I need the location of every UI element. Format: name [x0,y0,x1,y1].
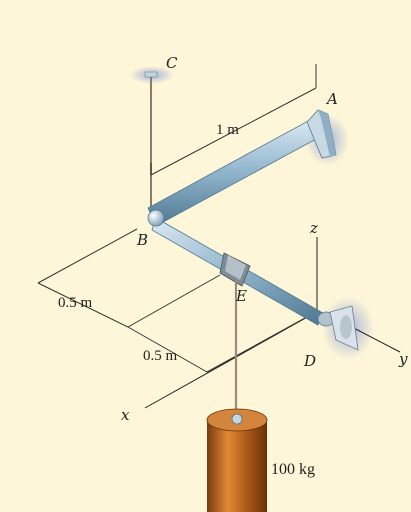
load-label: 100 kg [271,461,315,478]
dimension-ab [150,64,317,176]
dim-label-ab: 1 m [216,122,239,138]
collar-e [219,252,251,287]
label-a: A [325,90,338,108]
dimension-be [37,228,138,328]
label-b: B [136,231,148,249]
weight-cylinder [206,408,268,512]
label-e: E [235,287,247,305]
dim-label-be: 0.5 m [58,295,93,311]
label-d: D [303,352,316,370]
label-c: C [166,54,178,72]
dimension-ed [127,274,306,373]
support-c-plate [144,71,158,78]
label-z-axis: z [309,219,318,237]
dim-label-ed: 0.5 m [143,348,178,364]
label-x-axis: x [121,406,130,424]
support-a-bracket [306,109,337,159]
label-y-axis: y [398,350,408,368]
support-d-bearing [317,305,359,351]
elbow-b [147,209,165,227]
